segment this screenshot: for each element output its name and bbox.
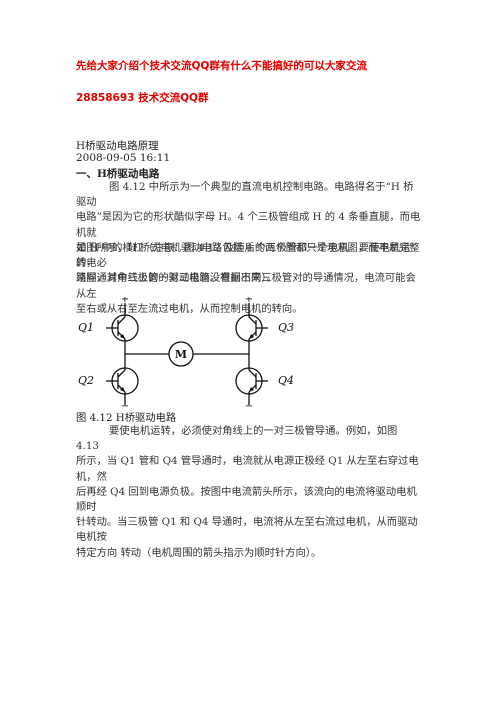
article-date: 2008-09-05 16:11	[76, 152, 171, 164]
text-line: 是 H 中的横杠（注意：图 4.12 及随后的两个图都只是示意图，而不是完整的电	[76, 241, 420, 270]
q4-label: Q4	[278, 374, 294, 387]
text-line: 要使电机运转，必须使对角线上的一对三极管导通。例如，如图 4.13	[76, 425, 398, 453]
qq-group-line: 28858693 技术交流QQ群	[76, 92, 209, 104]
q3-label: Q3	[278, 321, 294, 334]
figure-caption: 图 4.12 H桥驱动电路	[76, 412, 177, 424]
plus-right: +	[245, 297, 253, 305]
q2-label: Q2	[78, 374, 94, 387]
minus-left: −	[121, 401, 129, 409]
minus-right: −	[245, 401, 253, 409]
text-line: 针转动。当三极管 Q1 和 Q4 导通时，电流将从左至右流过电机，从而驱动电机按	[76, 516, 418, 544]
h-bridge-circuit-diagram: M Q1 Q2 Q3 Q4 + + − −	[78, 297, 294, 409]
text-line: 图 4.12 中所示为一个典型的直流电机控制电路。电路得名于“H 桥驱动	[76, 181, 414, 209]
paragraph-1: 图 4.12 中所示为一个典型的直流电机控制电路。电路得名于“H 桥驱动 电路”…	[76, 180, 421, 286]
text-line: 电路”是因为它的形状酷似字母 H。4 个三极管组成 H 的 4 条垂直腿，而电机…	[76, 211, 421, 239]
motor-label: M	[175, 348, 187, 361]
text-line: 如图所示，H 桥式电机驱动电路包括 4 个三极管和一个电机。要使电机运转，必	[76, 242, 411, 270]
article-title: H桥驱动电路原理	[76, 140, 159, 152]
paragraph-3: 要使电机运转，必须使对角线上的一对三极管导通。例如，如图 4.13 所示，当 Q…	[76, 424, 421, 561]
section-heading: 一、H桥驱动电路	[76, 168, 160, 180]
text-line: 路图，其中三极管的驱动电路没有画出来）。	[76, 272, 277, 285]
q1-label: Q1	[78, 321, 94, 334]
text-line: 所示，当 Q1 管和 Q4 管导通时，电流就从电源正极经 Q1 从左至右穿过电机…	[76, 455, 419, 483]
text-line: 至右或从右至左流过电机，从而控制电机的转向。	[76, 302, 303, 315]
text-line: 须导通对角线上的一对三极管。根据不同三极管对的导通情况，电流可能会从左	[76, 272, 416, 300]
text-line: 特定方向 转动（电机周围的箭头指示为顺时针方向）。	[76, 546, 322, 559]
text-line: 后再经 Q4 回到电源负极。按图中电流箭头所示，该流向的电流将驱动电机顺时	[76, 485, 417, 514]
plus-left: +	[121, 297, 129, 305]
promo-line: 先给大家介绍个技术交流QQ群有什么不能搞好的可以大家交流	[76, 60, 367, 72]
paragraph-2: 如图所示，H 桥式电机驱动电路包括 4 个三极管和一个电机。要使电机运转，必 须…	[76, 241, 421, 317]
